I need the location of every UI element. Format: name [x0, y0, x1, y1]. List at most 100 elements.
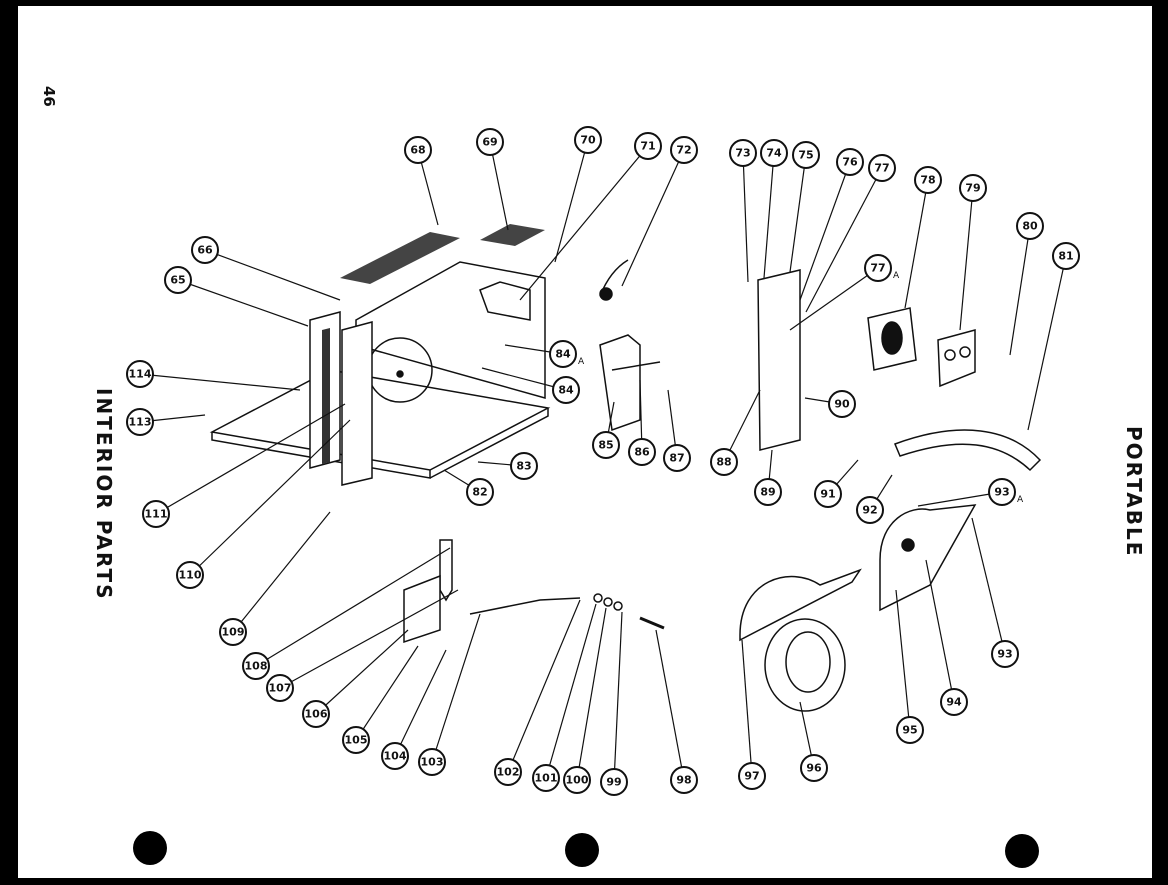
leader-line: [255, 547, 451, 667]
air-deflector: [894, 429, 1042, 472]
callout-110: 110: [176, 419, 351, 589]
callout-number: 103: [421, 756, 444, 769]
callout-number: 101: [535, 772, 558, 785]
callout-76: 76: [799, 148, 864, 301]
leader-line: [1009, 225, 1031, 356]
callout-number: 98: [676, 774, 691, 787]
callout-number: 84: [558, 384, 574, 397]
callout-number: 92: [862, 504, 877, 517]
callout-number: 78: [920, 174, 935, 187]
callout-81: 81: [1027, 242, 1080, 431]
fan-shroud: [879, 504, 977, 612]
callout-99: 99: [600, 611, 628, 796]
leader-line: [481, 367, 567, 391]
callout-97: 97: [738, 639, 766, 790]
callout-bubble: [754, 478, 782, 506]
callout-number: 110: [179, 569, 202, 582]
callout-bubble: [476, 128, 504, 156]
callout-number: 86: [634, 446, 650, 459]
callout-bubble: [991, 640, 1019, 668]
callout-number: 105: [345, 734, 368, 747]
callout-95: 95: [895, 589, 924, 744]
callout-88: 88: [710, 389, 761, 476]
callout-number: 73: [735, 147, 750, 160]
callout-bubble: [549, 340, 577, 368]
callout-93: 93: [971, 517, 1019, 668]
callout-79: 79: [959, 174, 987, 331]
callout-number: 80: [1022, 220, 1038, 233]
leader-line: [489, 141, 509, 231]
leader-line: [315, 629, 409, 715]
callout-number: 102: [497, 766, 520, 779]
callout-number: 87: [669, 452, 684, 465]
callout-82: 82: [443, 469, 494, 506]
callout-80: 80: [1009, 212, 1044, 356]
rear-panel: [355, 261, 546, 403]
callout-suffix: A: [1017, 495, 1024, 505]
callout-number: 88: [716, 456, 731, 469]
callout-number: 89: [760, 486, 775, 499]
callout-90: 90: [804, 390, 856, 418]
callout-bubble: [988, 478, 1016, 506]
callout-number: 113: [129, 416, 152, 429]
leader-line: [545, 603, 597, 779]
callout-bubble: [814, 480, 842, 508]
leader-line: [895, 589, 911, 731]
callout-bubble: [864, 254, 892, 282]
callout-bubble: [959, 174, 987, 202]
leader-line: [742, 152, 749, 283]
callout-number: 90: [834, 398, 850, 411]
leader-line: [805, 167, 883, 313]
leader-line: [576, 607, 607, 781]
callout-bubble: [418, 748, 446, 776]
leader-line: [917, 491, 1003, 507]
callout-bubble: [828, 390, 856, 418]
callout-84: 84: [481, 367, 580, 404]
callout-103: 103: [418, 613, 481, 776]
callout-bubble: [670, 766, 698, 794]
leader-line: [799, 161, 851, 301]
callout-85: 85: [592, 401, 620, 459]
callout-93a: 93A: [917, 478, 1024, 507]
leader-line: [232, 511, 331, 633]
callout-number: 68: [410, 144, 425, 157]
callout-bubble: [792, 141, 820, 169]
leader-line: [621, 149, 685, 287]
callout-bubble: [242, 652, 270, 680]
leader-line: [959, 187, 974, 331]
callout-suffix: A: [578, 357, 585, 367]
callout-77a: 77A: [789, 254, 900, 331]
callout-bubble: [1052, 242, 1080, 270]
front-panel: [309, 311, 373, 486]
callout-suffix: A: [893, 271, 900, 281]
callout-number: 84: [555, 348, 571, 361]
callout-number: 111: [145, 508, 168, 521]
callout-number: 104: [384, 750, 407, 763]
leader-line: [155, 403, 346, 515]
callout-number: 75: [798, 149, 813, 162]
callout-102: 102: [494, 599, 581, 786]
callout-number: 76: [842, 156, 858, 169]
leader-line: [394, 649, 447, 757]
callout-number: 99: [606, 776, 621, 789]
callout-bubble: [176, 561, 204, 589]
callout-number: 114: [129, 368, 152, 381]
callout-bubble: [729, 139, 757, 167]
callout-113: 113: [126, 408, 206, 436]
callout-83: 83: [477, 452, 538, 480]
callout-bubble: [760, 139, 788, 167]
callout-number: 93: [994, 486, 1009, 499]
callout-bubble: [634, 132, 662, 160]
leader-line: [613, 611, 623, 783]
leader-line: [139, 373, 301, 391]
callout-106: 106: [302, 629, 409, 728]
callout-bubble: [164, 266, 192, 294]
callout-number: 96: [806, 762, 822, 775]
callout-66: 66: [191, 236, 341, 301]
callout-number: 70: [580, 134, 596, 147]
callout-bubble: [494, 758, 522, 786]
callout-bubble: [552, 376, 580, 404]
callout-96: 96: [799, 701, 828, 782]
callout-bubble: [868, 154, 896, 182]
